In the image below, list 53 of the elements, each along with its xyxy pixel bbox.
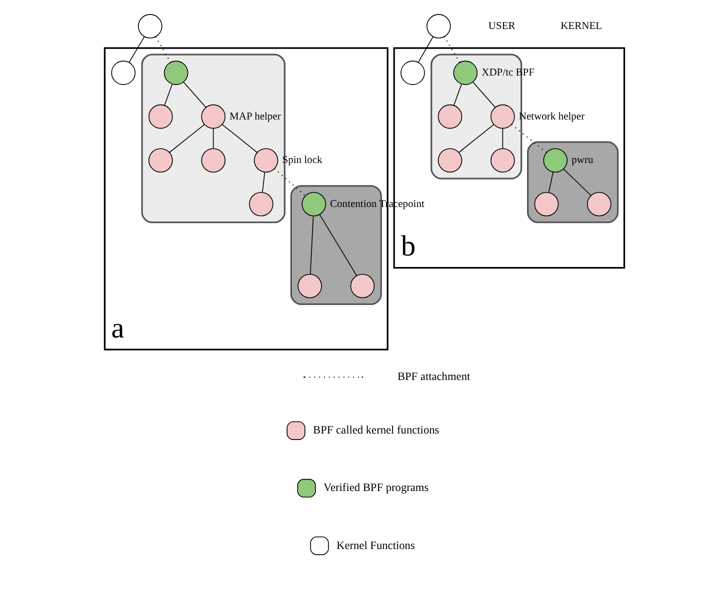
node-circle bbox=[437, 104, 462, 129]
node-circle bbox=[426, 14, 450, 38]
connector bbox=[443, 36, 460, 63]
node-circle bbox=[400, 60, 424, 85]
legend-label: Kernel Functions bbox=[336, 540, 414, 552]
connector bbox=[168, 124, 204, 153]
node-circle bbox=[452, 60, 478, 85]
cluster bbox=[526, 141, 618, 224]
node-circle bbox=[137, 14, 162, 38]
node-circle bbox=[350, 274, 374, 298]
legend-label: BPF called kernel functions bbox=[312, 424, 439, 437]
node-circle bbox=[163, 60, 188, 85]
connector bbox=[262, 172, 265, 193]
connector bbox=[182, 82, 206, 108]
connector bbox=[502, 128, 503, 149]
connector bbox=[309, 216, 314, 275]
connector bbox=[510, 124, 546, 153]
node-circle bbox=[542, 148, 568, 173]
label: KERNEL bbox=[560, 20, 602, 32]
node-circle bbox=[490, 104, 514, 129]
node-circle bbox=[437, 148, 462, 173]
cluster bbox=[290, 185, 382, 306]
label: USER bbox=[488, 20, 515, 32]
connector bbox=[452, 84, 462, 106]
connector bbox=[318, 214, 357, 276]
legend-label: BPF attachment bbox=[396, 371, 470, 384]
node-circle bbox=[301, 192, 326, 216]
node-label: pwru bbox=[571, 155, 593, 166]
node-circle bbox=[110, 60, 136, 85]
node-label: MAP helper bbox=[229, 111, 280, 122]
cluster bbox=[140, 54, 285, 224]
node-circle bbox=[200, 148, 225, 173]
connector bbox=[128, 36, 144, 63]
connector bbox=[458, 124, 494, 153]
node-circle bbox=[253, 148, 278, 173]
connector bbox=[274, 168, 306, 196]
connector bbox=[221, 124, 258, 153]
connector bbox=[472, 82, 496, 108]
node-circle bbox=[534, 192, 558, 216]
connector bbox=[417, 36, 433, 63]
connector bbox=[154, 36, 170, 63]
node-circle bbox=[248, 192, 273, 216]
node-circle bbox=[297, 274, 322, 298]
connector bbox=[548, 172, 553, 193]
legend-label: Verified BPF programs bbox=[323, 482, 428, 494]
connector bbox=[562, 168, 591, 196]
node-circle bbox=[586, 192, 611, 216]
connector bbox=[164, 84, 172, 106]
connector bbox=[212, 128, 214, 149]
node-circle bbox=[490, 148, 514, 173]
node-circle bbox=[148, 104, 172, 129]
node-circle bbox=[200, 104, 225, 129]
node-circle bbox=[148, 148, 172, 173]
